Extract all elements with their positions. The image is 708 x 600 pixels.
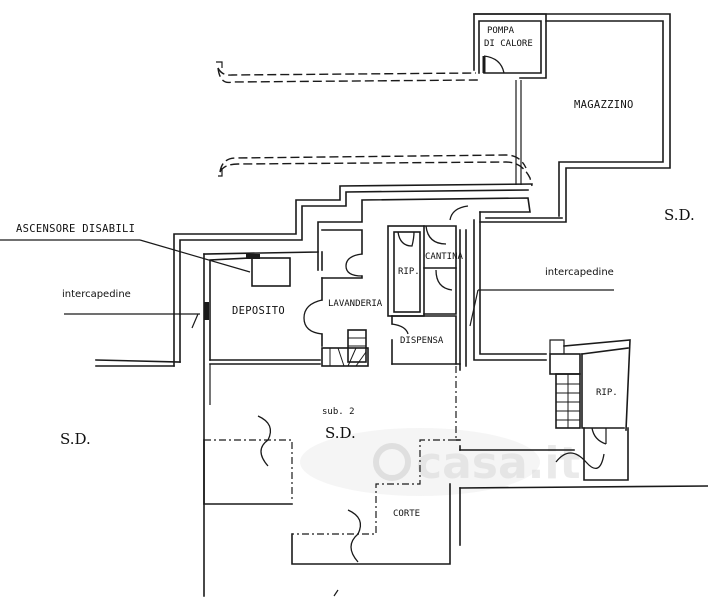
room-label-rip-right: RIP.	[596, 388, 618, 398]
door-pompa	[483, 55, 505, 74]
door-lavanderia-closet	[345, 253, 363, 277]
door-cantina-bottom	[435, 269, 453, 291]
wall-lower-right	[459, 445, 708, 546]
courtyard: sub. 2 S.D. CORTE	[203, 364, 461, 565]
door-rip-right	[591, 427, 607, 445]
room-magazzino: MAGAZZINO	[473, 13, 671, 223]
stairs-right	[549, 339, 581, 429]
intercapedine-left: intercapedine	[62, 289, 209, 329]
door-courtyard-bottom	[347, 509, 362, 563]
room-cantina: CANTINA	[423, 205, 469, 315]
corridor-right: intercapedine	[459, 211, 614, 371]
room-label-di-calore: DI CALORE	[484, 39, 533, 49]
room-rip-right: RIP.	[555, 339, 631, 481]
room-dispensa: DISPENSA	[391, 315, 461, 365]
label-sd-right: S.D.	[664, 206, 695, 224]
room-label-rip-left: RIP.	[398, 267, 420, 277]
room-label-deposito: DEPOSITO	[232, 305, 285, 317]
door-courtyard-left	[257, 415, 272, 467]
label-sd-left: S.D.	[60, 430, 91, 448]
room-rip-left: RIP.	[387, 225, 425, 317]
label-sub-2: sub. 2	[322, 407, 355, 417]
door-cantina-top	[425, 225, 447, 245]
room-pompa-di-calore: POMPA DI CALORE	[473, 13, 547, 79]
label-intercapedine-left: intercapedine	[62, 289, 131, 300]
room-label-dispensa: DISPENSA	[400, 336, 444, 346]
door-outer-right	[555, 452, 605, 470]
door-corridor	[449, 205, 469, 221]
label-ascensore-disabili: ASCENSORE DISABILI	[16, 223, 135, 235]
room-lavanderia: LAVANDERIA	[303, 229, 409, 365]
elevator-shaft: ASCENSORE DISABILI	[0, 223, 291, 287]
watermark-text: casa.it	[416, 438, 580, 489]
room-label-lavanderia: LAVANDERIA	[328, 299, 383, 309]
door-rip-left	[397, 231, 415, 247]
scan-mark	[333, 589, 339, 597]
door-dispensa	[391, 323, 409, 335]
room-label-corte: CORTE	[393, 509, 420, 519]
room-label-magazzino: MAGAZZINO	[574, 99, 634, 111]
door-lavanderia-deposito	[303, 299, 323, 335]
room-label-pompa: POMPA	[487, 26, 515, 36]
room-label-cantina: CANTINA	[425, 252, 464, 262]
label-sd-center: S.D.	[325, 424, 356, 442]
stairs-center	[321, 329, 369, 367]
room-deposito: DEPOSITO	[209, 251, 323, 365]
label-intercapedine-right: intercapedine	[545, 267, 614, 278]
ramp-upper	[216, 61, 479, 84]
ramp-lower	[218, 154, 533, 187]
